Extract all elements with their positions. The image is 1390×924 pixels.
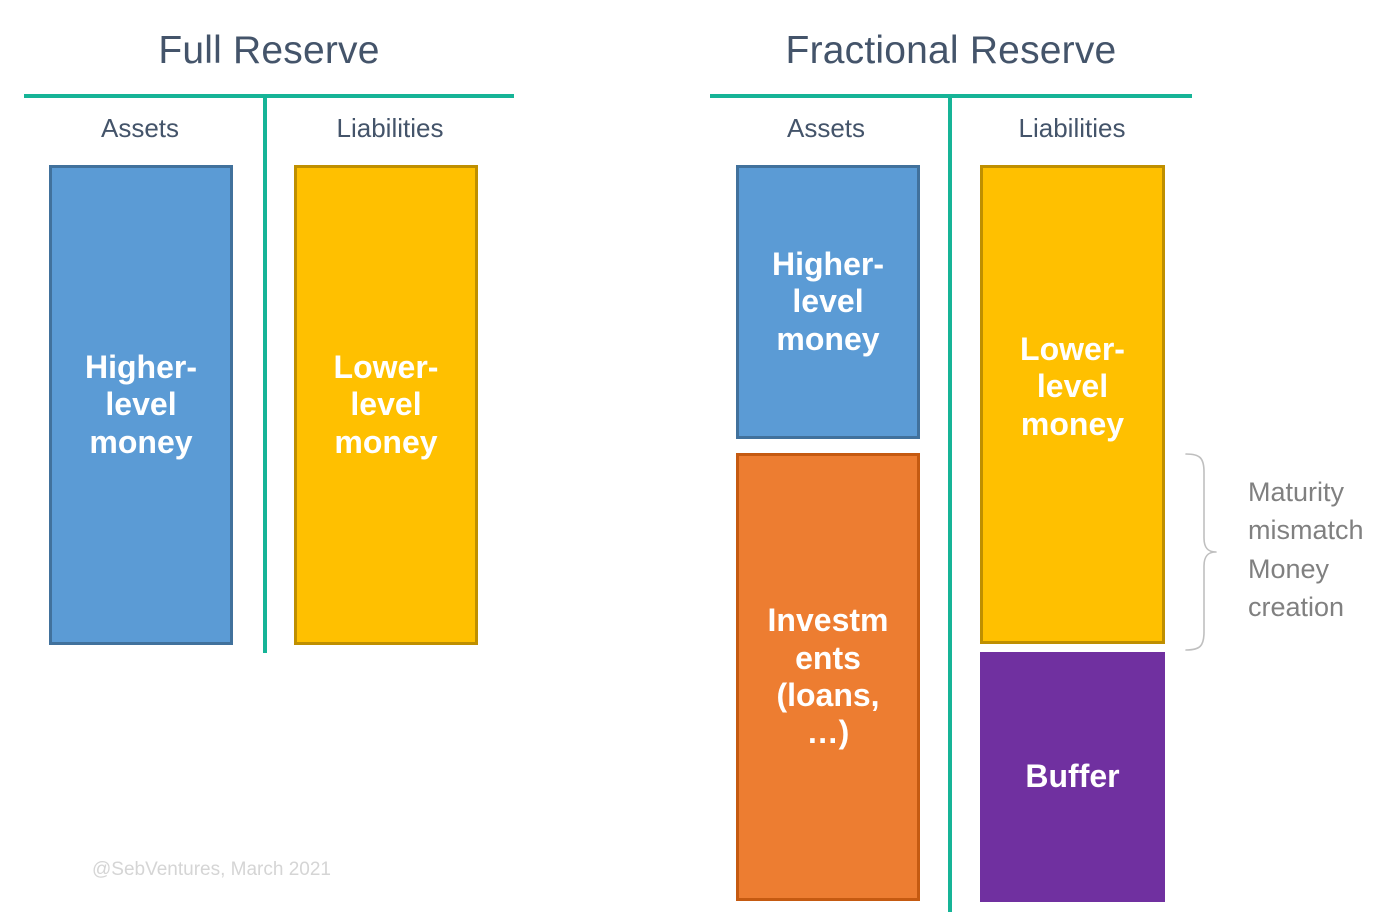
panel-divider-horizontal-full-reserve: [24, 94, 514, 98]
column-caption-liabilities-full-reserve: Liabilities: [336, 113, 444, 143]
panel-title-full-reserve: Full Reserve: [158, 29, 380, 72]
bar-label-higher-level-money: Higher- level money: [85, 348, 197, 460]
bar-full-reserve-assets-higher-level-money[interactable]: Higher- level money: [49, 165, 233, 645]
bar-label-lower-level-money: Lower- level money: [333, 348, 439, 460]
bar-fractional-reserve-assets-higher-level-money[interactable]: Higher- level money: [736, 165, 920, 439]
panel-divider-vertical-full-reserve: [263, 94, 267, 653]
bar-fractional-reserve-assets-investments[interactable]: Investm ents (loans, …): [736, 453, 920, 901]
column-caption-assets-fractional-reserve: Assets: [786, 113, 866, 143]
bar-label-lower-level-money: Lower- level money: [1020, 331, 1125, 442]
bar-label-buffer: Buffer: [1025, 758, 1120, 795]
curly-brace-icon: [1184, 450, 1224, 654]
bar-full-reserve-liabilities-lower-level-money[interactable]: Lower- level money: [294, 165, 478, 645]
column-caption-liabilities-fractional-reserve: Liabilities: [1018, 113, 1126, 143]
watermark-credit: @SebVentures, March 2021: [92, 859, 331, 880]
column-caption-assets-full-reserve: Assets: [100, 113, 180, 143]
bar-fractional-reserve-liabilities-buffer[interactable]: Buffer: [980, 652, 1165, 902]
panel-divider-vertical-fractional-reserve: [948, 94, 952, 912]
bar-label-higher-level-money: Higher- level money: [772, 245, 884, 357]
annotation-maturity-mismatch-money-creation: Maturity mismatch Money creation: [1248, 477, 1364, 622]
panel-title-fractional-reserve: Fractional Reserve: [785, 29, 1117, 72]
bar-label-investments: Investm ents (loans, …): [767, 602, 889, 751]
bar-fractional-reserve-liabilities-lower-level-money[interactable]: Lower- level money: [980, 165, 1165, 644]
